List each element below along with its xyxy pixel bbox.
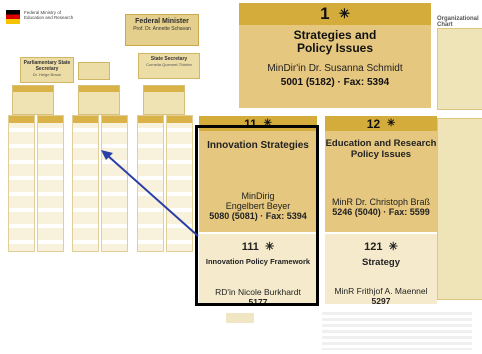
dept-column — [8, 115, 35, 252]
dept-column — [72, 115, 99, 252]
ministry-name: Federal Ministry of Education and Resear… — [24, 10, 74, 20]
directorate-title-line2: Policy Issues — [296, 41, 374, 55]
directorate-box — [143, 85, 185, 115]
state-secretary-name: Cornelia Quennet-Thielen — [146, 62, 192, 67]
unit-phone: 5246 (5040) · Fax: 5599 — [332, 207, 430, 217]
parl-state-secretary-title: Parliamentary State Secretary — [23, 60, 71, 72]
small-box — [226, 313, 254, 323]
subunit-phone: 5177 — [248, 297, 268, 307]
directorate-title-line1: Strategies and — [293, 28, 377, 42]
dept-column — [101, 115, 128, 252]
unit-title: Education and Research Policy Issues — [325, 131, 437, 160]
subunit-title: Strategy — [361, 257, 400, 268]
subunit-number: 121 — [364, 241, 383, 253]
directorate-phone: 5001 (5182) · Fax: 5394 — [280, 77, 390, 88]
unit-head-role: MinDirig — [241, 191, 275, 201]
subunit-number-row: 121 ✳ — [325, 234, 437, 253]
dept-column — [37, 115, 64, 252]
subunit-number: 111 — [241, 241, 259, 253]
dept-column — [166, 115, 193, 252]
subunit-phone: 5297 — [371, 296, 391, 306]
dept-column — [137, 115, 164, 252]
directorate-1-header: 1 ✳ — [239, 3, 431, 25]
ministry-logo — [6, 10, 20, 24]
office-box — [78, 62, 110, 80]
highlight-frame — [195, 125, 319, 306]
minister-title: Federal Minister — [135, 18, 189, 25]
minister-box: Federal Minister Prof. Dr. Annette Schav… — [125, 14, 199, 46]
minister-name: Prof. Dr. Annette Schavan — [133, 26, 191, 32]
parl-state-secretary-name: Dr. Helge Braun — [32, 72, 62, 77]
asterisk-icon: ✳ — [388, 241, 398, 253]
directorate-1-box: 1 ✳ Strategies and Policy Issues MinDir'… — [239, 3, 431, 108]
unit-12-header: 12 ✳ — [325, 116, 437, 131]
state-secretary-box: State Secretary Cornelia Quennet-Thielen — [138, 53, 200, 79]
asterisk-icon: ✳ — [265, 241, 275, 253]
unit-title-line1: Education and Research — [325, 138, 437, 149]
unit-head-name: Engelbert Beyer — [225, 201, 291, 211]
right-strip — [437, 118, 482, 300]
directorate-title: Strategies and Policy Issues — [239, 29, 431, 55]
chart-header: Organizational Chart — [437, 16, 479, 28]
directorate-number: 1 — [320, 4, 330, 23]
unit-title-line2: Policy Issues — [350, 149, 412, 160]
parl-state-secretary-box: Parliamentary State Secretary Dr. Helge … — [20, 57, 74, 83]
unit-phone: 5080 (5081) · Fax: 5394 — [209, 211, 307, 221]
unit-11-body: Innovation Strategies MinDirig Engelbert… — [199, 131, 317, 232]
subunit-title: Innovation Policy Framework — [205, 257, 311, 266]
subunit-111-box: 111 ✳ Innovation Policy Framework RD'in … — [199, 234, 317, 307]
subunit-number-row: 111 ✳ — [199, 234, 317, 253]
asterisk-icon: ✳ — [263, 118, 272, 129]
directorate-box — [78, 85, 120, 115]
unit-12-body: Education and Research Policy Issues Min… — [325, 131, 437, 232]
asterisk-icon: ✳ — [386, 118, 396, 129]
subunit-head-name: MinR Frithjof A. Maennel — [334, 286, 428, 296]
footer-legend — [322, 312, 472, 350]
unit-head-name: MinR Dr. Christoph Braß — [331, 197, 431, 207]
right-strip — [437, 28, 482, 110]
unit-title: Innovation Strategies — [207, 140, 309, 151]
subunit-head-name: RD'in Nicole Burkhardt — [215, 287, 301, 297]
directorate-box — [12, 85, 54, 115]
unit-number: 12 — [366, 116, 381, 131]
asterisk-icon: ✳ — [339, 6, 350, 21]
unit-11-box: 11 ✳ Innovation Strategies MinDirig Enge… — [199, 116, 317, 232]
unit-12-box: 12 ✳ Education and Research Policy Issue… — [325, 116, 437, 232]
state-secretary-title: State Secretary — [150, 56, 188, 62]
subunit-121-box: 121 ✳ Strategy MinR Frithjof A. Maennel … — [325, 234, 437, 306]
directorate-head: MinDir'in Dr. Susanna Schmidt — [267, 63, 403, 74]
